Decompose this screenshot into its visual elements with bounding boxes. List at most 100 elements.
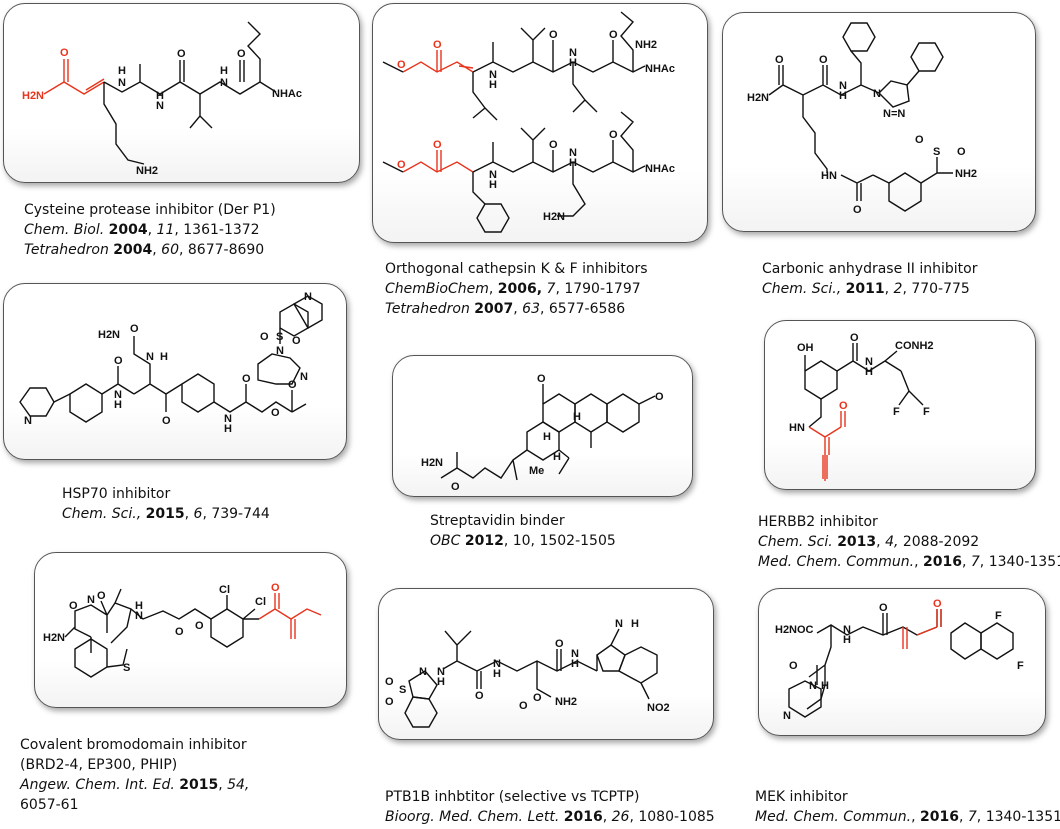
atom-label: O [549,29,558,41]
caption-text: (BRD2-4, EP300, PHIP) [20,757,178,773]
caption-text: 2016 [563,809,603,825]
atom-label: H [573,411,581,423]
structure-carbonic-anhydrase-inhibitor: O H2N N H O N N=N O S O NH2 HN O [747,22,977,216]
atom-label: O [271,407,280,419]
atom-label: H [437,676,445,688]
atom-label: S [123,662,130,674]
caption-text: 4, [885,534,899,550]
atom-label: N [865,356,873,368]
atom-label: F [1017,660,1024,672]
atom-label: H [489,179,497,191]
caption-text: 2 [893,281,903,297]
caption-text: , [488,281,498,297]
structure-hsp70-inhibitor: N H2N O N H N H O O N H O O O N N S O O … [19,291,323,435]
atom-label: O [177,48,186,60]
atom-label: H [543,431,551,443]
structure-covalent-bromodomain-inhibitor: H2N O N O N H O O Cl Cl O S [43,582,322,678]
atom-label: O [60,47,69,59]
caption-line: Med. Chem. Commun., 2016, 7, 1340-1351 [755,807,1060,827]
atom-label: H [224,423,232,435]
caption-text: Med. Chem. Commun. [755,809,912,825]
caption-text: 2004 [113,242,153,258]
atom-label: HN [821,170,837,182]
atom-label: O [957,146,966,158]
compound-panel-4: N H2N O N H N H O O N H O O O N N S O O … [3,283,347,460]
caption-line: Chem. Sci., 2011, 2, 770-775 [762,279,977,299]
atom-label: O [475,690,484,702]
atom-label: O [260,331,269,343]
atom-label: O [292,335,301,347]
caption-text: , [911,809,920,825]
atom-label: N [843,624,851,636]
caption-text: , [184,506,194,522]
atom-label: NH2 [136,165,158,177]
compound-panel-8: N H O N H O N H O NH2 O N H N S O O NO2 [378,588,714,740]
atom-label: O [853,204,862,216]
caption-text: 26 [611,809,630,825]
atom-label: H [156,90,164,102]
atom-label: N [224,413,232,425]
caption-text: , 1340-1351 [976,809,1060,825]
atom-label: O [175,626,184,638]
atom-label: H2N [22,90,44,102]
atom-label: H [135,600,143,612]
caption-text: , [958,809,968,825]
caption-text: 2007 [474,301,514,317]
caption-line: (BRD2-4, EP300, PHIP) [20,755,249,775]
caption-line: Streptavidin binder [430,511,616,531]
atom-label: N [87,594,95,606]
caption-text: , [884,281,894,297]
caption-text: HSP70 inhibitor [62,486,171,502]
caption-text: , 1790-1797 [555,281,641,297]
caption-bromodomain: Covalent bromodomain inhibitor(BRD2-4, E… [20,735,249,815]
caption-line: Med. Chem. Commun., 2016, 7, 1340-1351 [758,552,1060,572]
atom-label: N [24,415,32,427]
atom-label: O [537,373,546,385]
atom-label: NH2 [955,168,977,180]
atom-label: H [220,65,228,77]
atom-label: N [489,169,497,181]
atom-label: H [160,351,168,363]
atom-label: H2N [98,329,120,341]
compound-panel-5: O O H H H Me H2N O [392,355,693,497]
atom-label: NHAc [645,63,675,75]
atom-label: N=N [883,108,905,120]
caption-text: , [876,534,886,550]
caption-line: Cysteine protease inhibitor (Der P1) [24,200,276,220]
caption-text: 6057-61 [20,797,79,813]
caption-text: PTB1B inhbtitor (selective vs TCPTP) [385,789,640,805]
atom-label: N [419,666,427,678]
atom-label: N [300,371,308,383]
caption-text: Bioorg. Med. Chem. Lett. [385,809,560,825]
atom-label: O [789,660,798,672]
structure-cathepsin-inhibitors: O O N H O N H O NHAc NH2 O O N H O N H O… [382,11,675,233]
caption-line: Chem. Sci. 2013, 4, 2088-2092 [758,532,1060,552]
caption-text: ChemBioChem [385,281,489,297]
caption-text: MEK inhibitor [755,789,848,805]
caption-text: Tetrahedron [24,242,109,258]
atom-label: N [873,88,881,100]
caption-line: Orthogonal cathepsin K & F inhibitors [385,259,648,279]
atom-label: H2N [747,92,769,104]
compound-panel-6: OH O CONH2 N H F F HN O [764,320,1036,490]
caption-text: Carbonic anhydrase II inhibitor [762,261,978,277]
caption-text: Chem. Biol. [24,222,105,238]
caption-text: , [147,222,157,238]
atom-label: O [288,379,297,391]
atom-label: O [655,391,664,403]
caption-text: 7 [970,554,980,570]
atom-label: NHAc [272,88,302,100]
caption-text: , [152,242,162,258]
atom-label: O [933,598,942,610]
atom-label: S [276,331,283,343]
caption-line: Tetrahedron 2007, 63, 6577-6586 [385,299,648,319]
caption-text: , 8677-8690 [178,242,265,258]
atom-label: H [569,57,577,69]
atom-label: O [97,590,106,602]
atom-label: F [893,406,900,418]
caption-line: ChemBioChem, 2006, 7, 1790-1797 [385,279,648,299]
caption-line: PTB1B inhbtitor (selective vs TCPTP) [385,787,715,807]
atom-label: O [385,696,394,708]
